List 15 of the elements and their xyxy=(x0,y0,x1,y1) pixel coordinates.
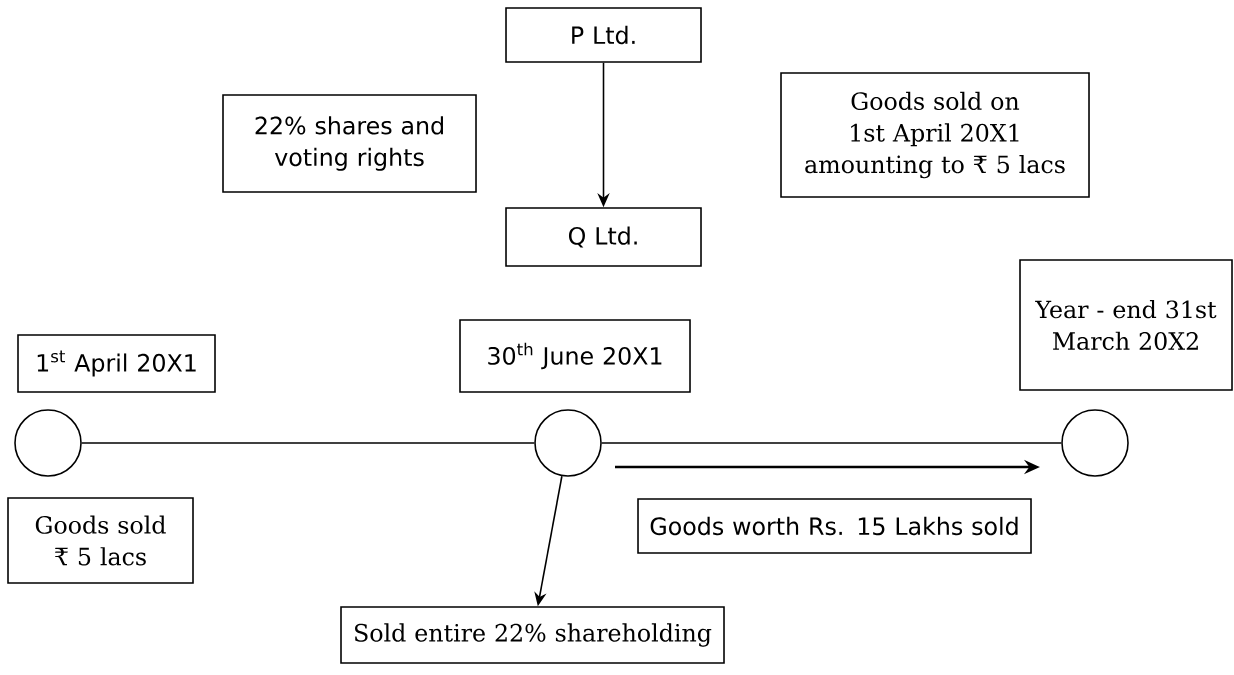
text-box: 1$^{st}$ April 20X1 xyxy=(17,334,216,393)
text-box: Sold entire 22% shareholding xyxy=(340,606,725,664)
text-box: Goods worth Rs. 15 Lakhs sold xyxy=(637,498,1032,554)
connector-line xyxy=(601,442,1062,444)
text-box: 22% shares and voting rights xyxy=(222,94,477,193)
text-box: Goods sold on 1st April 20X1 amounting to ₹ 5 lacs xyxy=(780,72,1090,198)
connector-line xyxy=(81,442,535,444)
text-box: 30$^{th}$ June 20X1 xyxy=(459,319,691,393)
timeline-circle xyxy=(1061,409,1129,477)
text-box: Year - end 31st March 20X2 xyxy=(1019,259,1233,391)
timeline-circle xyxy=(534,409,602,477)
text-box: Q Ltd. xyxy=(505,207,702,267)
text-box: P Ltd. xyxy=(505,7,702,63)
text-box: Goods sold ₹ 5 lacs xyxy=(7,497,194,584)
timeline-circle xyxy=(14,409,82,477)
